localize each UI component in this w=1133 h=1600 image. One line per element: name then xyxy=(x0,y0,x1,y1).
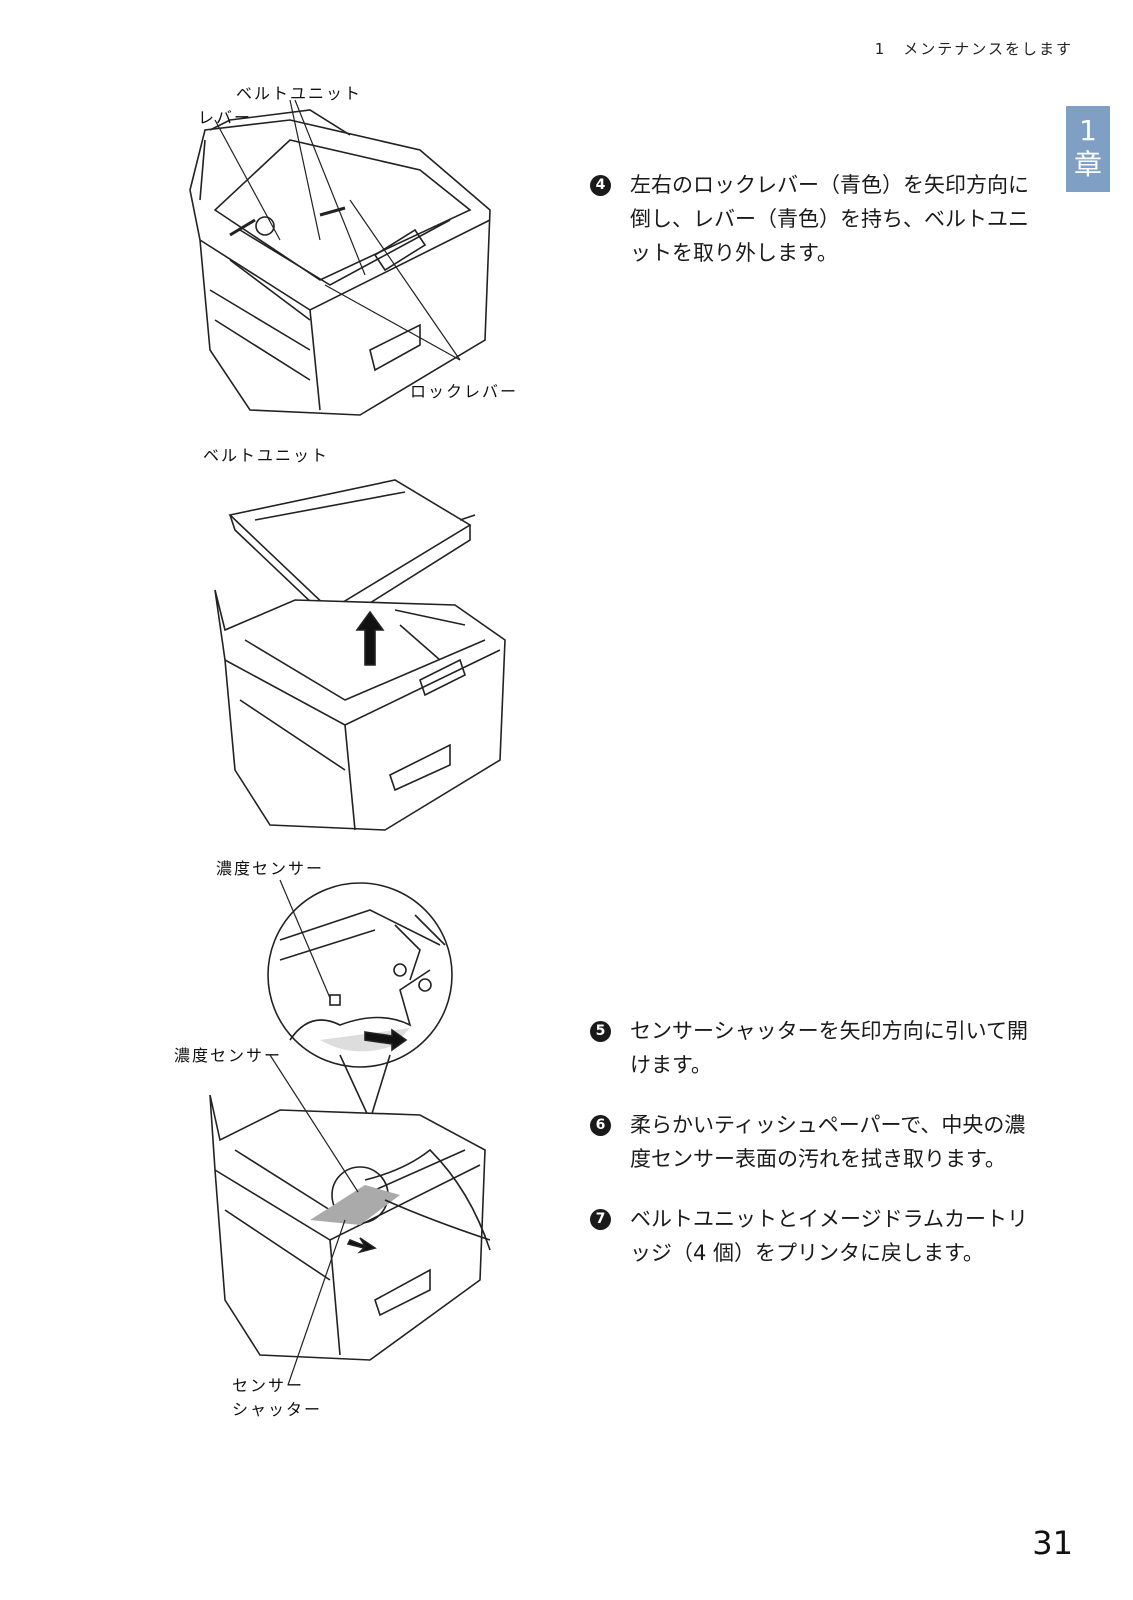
label-belt-unit-2: ベルトユニット xyxy=(203,446,330,465)
chapter-number: 1 xyxy=(1079,114,1097,147)
label-belt-unit: ベルトユニット xyxy=(236,84,363,103)
step-text: ベルトユニットとイメージドラムカートリッジ（4 個）をプリンタに戻します。 xyxy=(630,1207,1028,1265)
label-density-sensor-zoom: 濃度センサー xyxy=(216,859,325,878)
label-lever: レバー xyxy=(198,108,253,127)
chapter-tab: 1 章 xyxy=(1066,106,1110,192)
page-number: 31 xyxy=(1032,1524,1073,1562)
step-text: センサーシャッターを矢印方向に引いて開けます。 xyxy=(630,1019,1028,1077)
step-number-badge: 6 xyxy=(590,1115,611,1136)
label-sensor-shutter-line1: センサー xyxy=(232,1376,305,1395)
density-sensor-illustration xyxy=(209,879,491,1386)
figure-belt-unit-levers: ベルトユニット レバー ロックレバー xyxy=(170,80,550,430)
step-text: 柔らかいティッシュペーパーで、中央の濃度センサー表面の汚れを拭き取ります。 xyxy=(630,1113,1026,1171)
step-text: 左右のロックレバー（青色）を矢印方向に倒し、レバー（青色）を持ち、ベルトユニット… xyxy=(630,173,1029,265)
label-density-sensor: 濃度センサー xyxy=(174,1046,283,1065)
printer-open-illustration xyxy=(189,99,491,416)
belt-removal-illustration xyxy=(214,479,506,831)
step-number-badge: 5 xyxy=(590,1021,611,1042)
step-4: 4 左右のロックレバー（青色）を矢印方向に倒し、レバー（青色）を持ち、ベルトユニ… xyxy=(586,168,1046,270)
step-7: 7 ベルトユニットとイメージドラムカートリッジ（4 個）をプリンタに戻します。 xyxy=(586,1202,1046,1270)
step-number-badge: 7 xyxy=(590,1209,611,1230)
running-header: 1 メンテナンスをします xyxy=(874,40,1073,58)
step-6: 6 柔らかいティッシュペーパーで、中央の濃度センサー表面の汚れを拭き取ります。 xyxy=(586,1108,1046,1176)
label-sensor-shutter-line2: シャッター xyxy=(232,1400,323,1419)
step-number-badge: 4 xyxy=(590,175,611,196)
figure-density-sensor: 濃度センサー 濃度センサー センサー シャッター xyxy=(170,850,510,1420)
step-5: 5 センサーシャッターを矢印方向に引いて開けます。 xyxy=(586,1014,1046,1082)
label-lock-lever: ロックレバー xyxy=(410,382,519,401)
chapter-suffix: 章 xyxy=(1073,148,1102,181)
figure-belt-unit-removal: ベルトユニット xyxy=(195,440,525,840)
